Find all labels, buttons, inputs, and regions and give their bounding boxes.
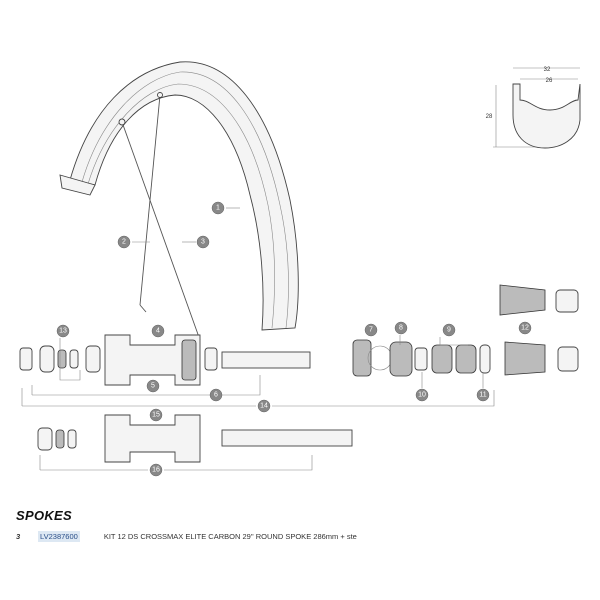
callout-16: 16 [149, 463, 163, 477]
callout-5: 5 [146, 379, 160, 393]
callout-7: 7 [364, 323, 378, 337]
callout-14: 14 [257, 399, 271, 413]
svg-text:8: 8 [399, 325, 403, 332]
part-description: KIT 12 DS CROSSMAX ELITE CARBON 29'' ROU… [103, 532, 357, 541]
callout-9: 9 [442, 323, 456, 337]
callout-3: 3 [196, 235, 210, 249]
svg-text:13: 13 [59, 328, 67, 335]
svg-text:1: 1 [216, 205, 220, 212]
leader-lines [21, 207, 495, 471]
callout-1: 1 [211, 201, 225, 215]
callout-15: 15 [149, 408, 163, 422]
callout-12: 12 [518, 321, 532, 335]
part-quantity: 3 [16, 532, 21, 541]
hub-assembly-alt [37, 414, 353, 463]
spokes [118, 92, 201, 341]
callout-2: 2 [117, 235, 131, 249]
hub-assembly [19, 284, 579, 386]
part-row: 3 LV2387600 KIT 12 DS CROSSMAX ELITE CAR… [16, 531, 357, 542]
svg-text:11: 11 [479, 392, 486, 399]
svg-text:15: 15 [152, 412, 160, 419]
rim [59, 61, 299, 331]
svg-text:3: 3 [201, 239, 205, 246]
svg-text:14: 14 [260, 403, 268, 410]
part-reference-link[interactable]: LV2387600 [38, 531, 80, 542]
callout-13: 13 [56, 324, 70, 338]
svg-text:16: 16 [152, 467, 160, 474]
svg-text:10: 10 [418, 392, 426, 399]
svg-text:12: 12 [521, 325, 529, 332]
callout-11: 11 [476, 388, 490, 402]
callout-4: 4 [151, 324, 165, 338]
svg-text:9: 9 [447, 327, 451, 334]
section-title: SPOKES [16, 508, 72, 523]
callout-6: 6 [209, 388, 223, 402]
svg-text:7: 7 [369, 327, 373, 334]
callout-10: 10 [415, 388, 429, 402]
svg-text:6: 6 [214, 392, 218, 399]
profile-height: 28 [486, 114, 493, 120]
callout-8: 8 [394, 321, 408, 335]
svg-text:5: 5 [151, 383, 155, 390]
rim-profile: 32 26 28 [486, 67, 581, 149]
profile-inner-width: 26 [546, 78, 553, 84]
svg-text:2: 2 [122, 239, 126, 246]
profile-outer-width: 32 [544, 67, 551, 73]
svg-text:4: 4 [156, 328, 160, 335]
